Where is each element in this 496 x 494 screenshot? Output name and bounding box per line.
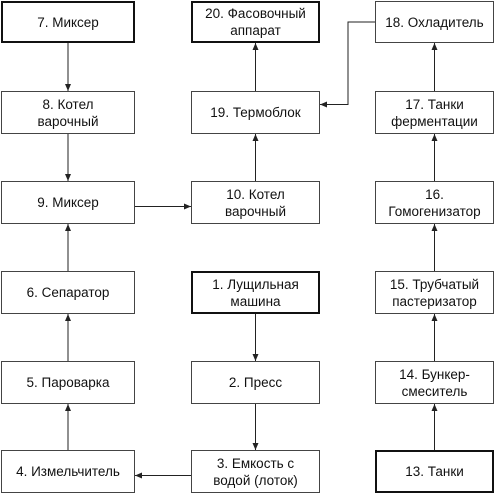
- node-8-boiler: 8. Котел варочный: [1, 91, 135, 134]
- node-2-press: 2. Пресс: [191, 361, 320, 404]
- node-19-thermoblock: 19. Термоблок: [191, 91, 320, 134]
- node-6-separator: 6. Сепаратор: [1, 271, 135, 314]
- arrow-n18-to-n19: [320, 21, 375, 108]
- node-7-mixer: 7. Миксер: [1, 1, 135, 43]
- node-9-mixer: 9. Миксер: [1, 181, 135, 224]
- node-4-grinder: 4. Измельчитель: [1, 450, 135, 493]
- node-5-steamer: 5. Пароварка: [1, 361, 135, 404]
- node-15-tubular-pasteurizer: 15. Трубчатый пастеризатор: [375, 271, 494, 314]
- node-13-tanks: 13. Танки: [375, 450, 494, 493]
- node-3-water-tank: 3. Емкость с водой (лоток): [191, 450, 320, 493]
- node-20-packaging-machine: 20. Фасовочный аппарат: [191, 1, 320, 43]
- node-17-fermentation-tanks: 17. Танки ферментации: [375, 91, 494, 134]
- node-1-husking-machine: 1. Лущильная машина: [191, 271, 320, 314]
- node-18-cooler: 18. Охладитель: [375, 1, 494, 43]
- node-16-homogenizer: 16. Гомогенизатор: [375, 181, 494, 224]
- node-10-boiler: 10. Котел варочный: [191, 181, 320, 224]
- node-14-mixing-hopper: 14. Бункер- смеситель: [375, 361, 494, 404]
